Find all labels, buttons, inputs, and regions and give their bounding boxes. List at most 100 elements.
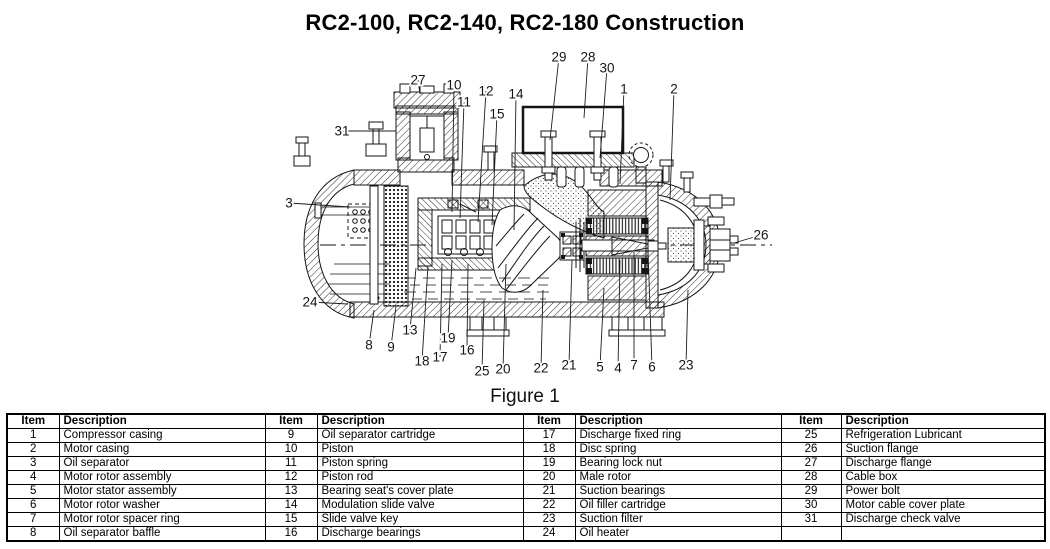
item-cell: 23 xyxy=(522,512,576,527)
description-cell: Piston xyxy=(316,442,524,457)
motor-assembly xyxy=(575,169,667,309)
item-cell: 29 xyxy=(780,484,842,499)
description-cell: Male rotor xyxy=(574,470,782,485)
callout-leader-line xyxy=(599,67,608,159)
item-cell: 15 xyxy=(264,512,318,527)
item-cell: 18 xyxy=(522,442,576,457)
relief-valve-fitting xyxy=(293,121,387,167)
description-cell: Piston spring xyxy=(316,456,524,471)
description-cell: Slide valve key xyxy=(316,512,524,527)
callout-label: 11 xyxy=(457,95,471,110)
oil-separator-shell xyxy=(303,169,665,319)
callout-label: 29 xyxy=(551,50,566,65)
callout-label: 18 xyxy=(414,354,429,369)
description-cell: Discharge bearings xyxy=(316,526,524,542)
description-cell: Discharge flange xyxy=(840,456,1046,471)
callout-leader-line xyxy=(417,79,421,95)
item-cell: 9 xyxy=(264,428,318,443)
callout-leader-line xyxy=(513,93,517,231)
callout-leader-line xyxy=(549,56,560,141)
description-cell: Disc spring xyxy=(574,442,782,457)
item-cell: 3 xyxy=(6,456,60,471)
callout-label: 1 xyxy=(620,82,628,97)
item-cell: 12 xyxy=(264,470,318,485)
item-cell: 21 xyxy=(522,484,576,499)
item-cell: 1 xyxy=(6,428,60,443)
callout-leader-line xyxy=(451,84,455,213)
item-header-cell: Item xyxy=(6,413,60,429)
item-cell: 6 xyxy=(6,498,60,513)
description-cell: Discharge fixed ring xyxy=(574,428,782,443)
description-cell: Cable box xyxy=(840,470,1046,485)
description-cell: Discharge check valve xyxy=(840,512,1046,527)
callout-label: 10 xyxy=(446,78,461,93)
item-cell: 30 xyxy=(780,498,842,513)
callout-label: 22 xyxy=(533,361,548,376)
callout-leader-line xyxy=(568,259,573,366)
callout-label: 21 xyxy=(561,358,576,373)
callout-label: 6 xyxy=(648,360,656,375)
callout-leader-line xyxy=(583,56,589,119)
description-cell: Motor cable cover plate xyxy=(840,498,1046,513)
callout-leader-line xyxy=(409,267,417,331)
callout-leader-line xyxy=(288,202,351,208)
callout-label: 7 xyxy=(630,358,638,373)
description-header-cell: Description xyxy=(58,413,266,429)
callout-leader-line xyxy=(481,299,485,372)
description-cell: Suction flange xyxy=(840,442,1046,457)
description-cell: Oil separator cartridge xyxy=(316,428,524,443)
callout-leader-line xyxy=(647,249,653,368)
callout-leader-line xyxy=(477,90,487,223)
callout-label: 14 xyxy=(508,87,524,102)
callout-label: 20 xyxy=(495,362,510,377)
suction-flange-assembly xyxy=(667,216,739,273)
oil-separator-cartridge xyxy=(369,185,409,307)
item-cell xyxy=(780,526,842,542)
figure-caption: Figure 1 xyxy=(490,386,560,407)
item-cell: 16 xyxy=(264,526,318,542)
callout-label: 8 xyxy=(365,338,373,353)
description-cell: Refrigeration Lubricant xyxy=(840,428,1046,443)
description-cell: Bearing lock nut xyxy=(574,456,782,471)
item-cell: 13 xyxy=(264,484,318,499)
item-cell: 8 xyxy=(6,526,60,542)
item-header-cell: Item xyxy=(780,413,842,429)
power-bolt xyxy=(540,130,557,181)
callout-label: 5 xyxy=(596,360,604,375)
callout-label: 25 xyxy=(474,364,489,379)
callout-label: 13 xyxy=(402,323,417,338)
description-cell: Motor rotor washer xyxy=(58,498,266,513)
callout-leader-line xyxy=(502,263,507,370)
description-cell: Suction bearings xyxy=(574,484,782,499)
description-cell: Power bolt xyxy=(840,484,1046,499)
item-cell: 20 xyxy=(522,470,576,485)
callout-leader-line xyxy=(439,263,443,358)
description-header-cell: Description xyxy=(840,413,1046,429)
description-cell: Motor rotor spacer ring xyxy=(58,512,266,527)
callout-label: 23 xyxy=(678,358,693,373)
callout-label: 16 xyxy=(459,343,474,358)
stud-bolt xyxy=(483,145,498,171)
mounting-feet xyxy=(466,316,666,337)
callout-leader-line xyxy=(733,234,762,244)
description-cell: Oil heater xyxy=(574,526,782,542)
eye-bolt xyxy=(628,142,654,184)
item-cell: 25 xyxy=(780,428,842,443)
callout-leader-line xyxy=(619,88,625,185)
description-cell: Oil separator xyxy=(58,456,266,471)
callout-label: 17 xyxy=(432,350,447,365)
power-bolt xyxy=(589,130,606,181)
callout-leader-line xyxy=(617,259,621,369)
callout-label: 31 xyxy=(334,124,349,139)
